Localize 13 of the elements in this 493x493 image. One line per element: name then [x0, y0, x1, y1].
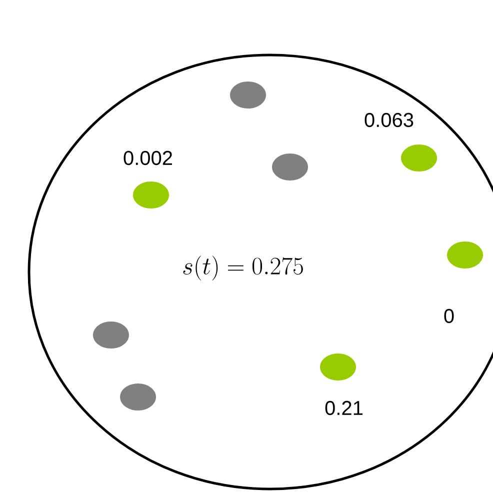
- value-label: 0.21: [325, 400, 362, 416]
- dot: [401, 144, 437, 172]
- dot: [133, 182, 169, 208]
- dot: [230, 82, 266, 108]
- dot: [93, 322, 129, 348]
- dot: [320, 354, 356, 380]
- value-label: 0: [444, 308, 454, 324]
- value-label: 0.002: [124, 150, 172, 166]
- dot: [120, 384, 156, 410]
- dot: [447, 242, 483, 268]
- formula: $s(t) = 0.275$: [183, 256, 303, 280]
- value-label: 0.063: [364, 112, 414, 128]
- dot: [272, 154, 308, 180]
